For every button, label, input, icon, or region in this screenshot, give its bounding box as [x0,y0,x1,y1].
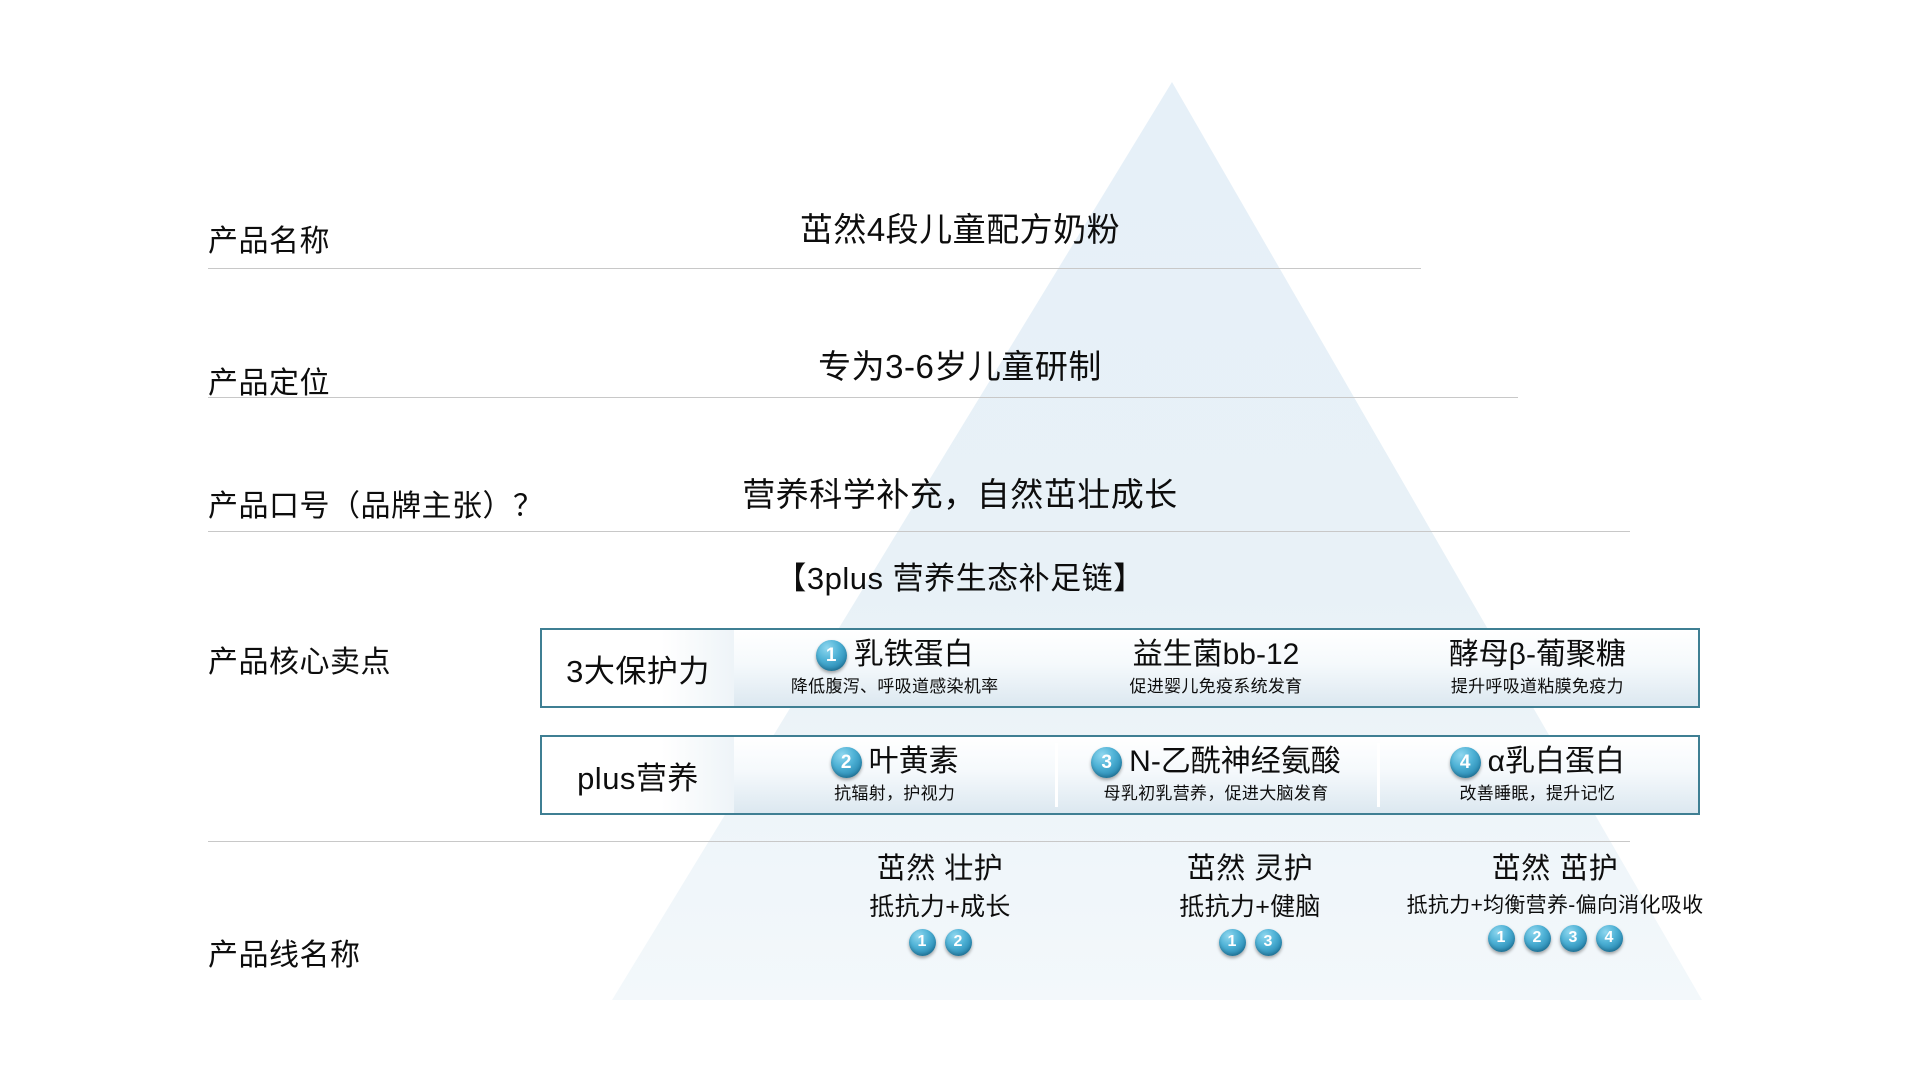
divider-row-5 [208,841,1630,842]
feature-name: N-乙酰神经氨酸 [1129,745,1341,779]
feature-cell-probiotic-bb12[interactable]: 益生菌bb-12 促进婴儿免疫系统发育 [1055,630,1376,706]
feature-cell-lutein[interactable]: 2 叶黄素 抗辐射，护视力 [734,737,1055,813]
row-label-product-name: 产品名称 [208,225,330,258]
badge-number-1: 1 [815,639,847,671]
feature-head: 2 叶黄素 [830,745,959,779]
badge-number-3: 3 [1091,746,1123,778]
product-line-name: 茁然 灵护 [1186,853,1314,885]
feature-desc: 母乳初乳营养，促进大脑发育 [1103,783,1329,803]
feature-head: 益生菌bb-12 [1133,639,1300,671]
product-line-linghu[interactable]: 茁然 灵护 抵抗力+健脑 1 3 [1100,845,1400,958]
feature-desc: 抗辐射，护视力 [834,783,956,803]
badge-number-3: 3 [1254,928,1282,956]
feature-cell-alpha-lactalbumin[interactable]: 4 α乳白蛋白 改善睡眠，提升记忆 [1376,737,1698,813]
feature-desc: 改善睡眠，提升记忆 [1459,783,1616,803]
badge-number-1: 1 [908,928,936,956]
band-title-plus-nutrition: plus营养 [542,737,734,813]
badge-number-2: 2 [1523,924,1551,952]
row-label-product-slogan: 产品口号（品牌主张）？ [208,490,544,523]
value-product-name: 茁然4段儿童配方奶粉 [799,211,1121,248]
band-title-protection: 3大保护力 [542,630,734,706]
feature-desc: 促进婴儿免疫系统发育 [1129,676,1303,696]
feature-name: 益生菌bb-12 [1132,638,1300,672]
badge-number-4: 4 [1595,924,1623,952]
feature-cell-lactoferrin[interactable]: 1 乳铁蛋白 降低腹泻、呼吸道感染机率 [734,630,1055,706]
value-product-positioning: 专为3-6岁儿童研制 [818,348,1102,385]
divider-row-1 [208,268,1421,269]
badge-number-2: 2 [944,928,972,956]
product-line-claim: 抵抗力+成长 [869,893,1011,921]
badge-number-1: 1 [1218,928,1246,956]
row-label-product-line-names: 产品线名称 [208,939,361,972]
product-line-badges: 1 2 [790,928,1090,958]
selling-points-heading: 【3plus 营养生态补足链】 [775,561,1145,596]
row-label-product-positioning: 产品定位 [208,367,330,400]
product-line-claim: 抵抗力+均衡营养-偏向消化吸收 [1406,894,1704,917]
feature-cell-beta-glucan[interactable]: 酵母β-葡聚糖 提升呼吸道粘膜免疫力 [1377,630,1698,706]
feature-name: α乳白蛋白 [1487,745,1625,779]
row-label-core-selling-points: 产品核心卖点 [208,646,391,679]
feature-head: 1 乳铁蛋白 [815,638,974,672]
product-line-badges: 1 2 3 4 [1405,924,1705,954]
feature-desc: 降低腹泻、呼吸道感染机率 [790,676,999,696]
product-line-zhuanghu[interactable]: 茁然 壮护 抵抗力+成长 1 2 [790,845,1090,958]
feature-name: 乳铁蛋白 [853,638,974,672]
feature-name: 叶黄素 [868,745,959,779]
feature-cell-sialic-acid[interactable]: 3 N-乙酰神经氨酸 母乳初乳营养，促进大脑发育 [1055,737,1376,813]
feature-desc: 提升呼吸道粘膜免疫力 [1450,676,1624,696]
product-line-name: 茁然 茁护 [1491,853,1619,885]
product-line-claim: 抵抗力+健脑 [1179,893,1321,921]
badge-number-3: 3 [1559,924,1587,952]
product-line-name: 茁然 壮护 [876,853,1004,885]
feature-band-plus-nutrition: plus营养 2 叶黄素 抗辐射，护视力 3 N-乙酰神经氨酸 母乳初乳营养，促… [540,735,1700,815]
badge-number-2: 2 [830,746,862,778]
feature-name: 酵母β-葡聚糖 [1448,638,1626,672]
feature-head: 4 α乳白蛋白 [1449,745,1625,779]
badge-number-4: 4 [1449,746,1481,778]
feature-band-protection: 3大保护力 1 乳铁蛋白 降低腹泻、呼吸道感染机率 益生菌bb-12 促进婴儿免… [540,628,1700,708]
value-product-slogan: 营养科学补充，自然茁壮成长 [742,476,1178,513]
feature-head: 酵母β-葡聚糖 [1449,639,1626,671]
feature-head: 3 N-乙酰神经氨酸 [1091,746,1341,778]
product-line-badges: 1 3 [1100,928,1400,958]
divider-row-3 [208,531,1630,532]
badge-number-1: 1 [1487,924,1515,952]
divider-row-2 [208,397,1518,398]
product-line-zhuohu[interactable]: 茁然 茁护 抵抗力+均衡营养-偏向消化吸收 1 2 3 4 [1405,845,1705,954]
